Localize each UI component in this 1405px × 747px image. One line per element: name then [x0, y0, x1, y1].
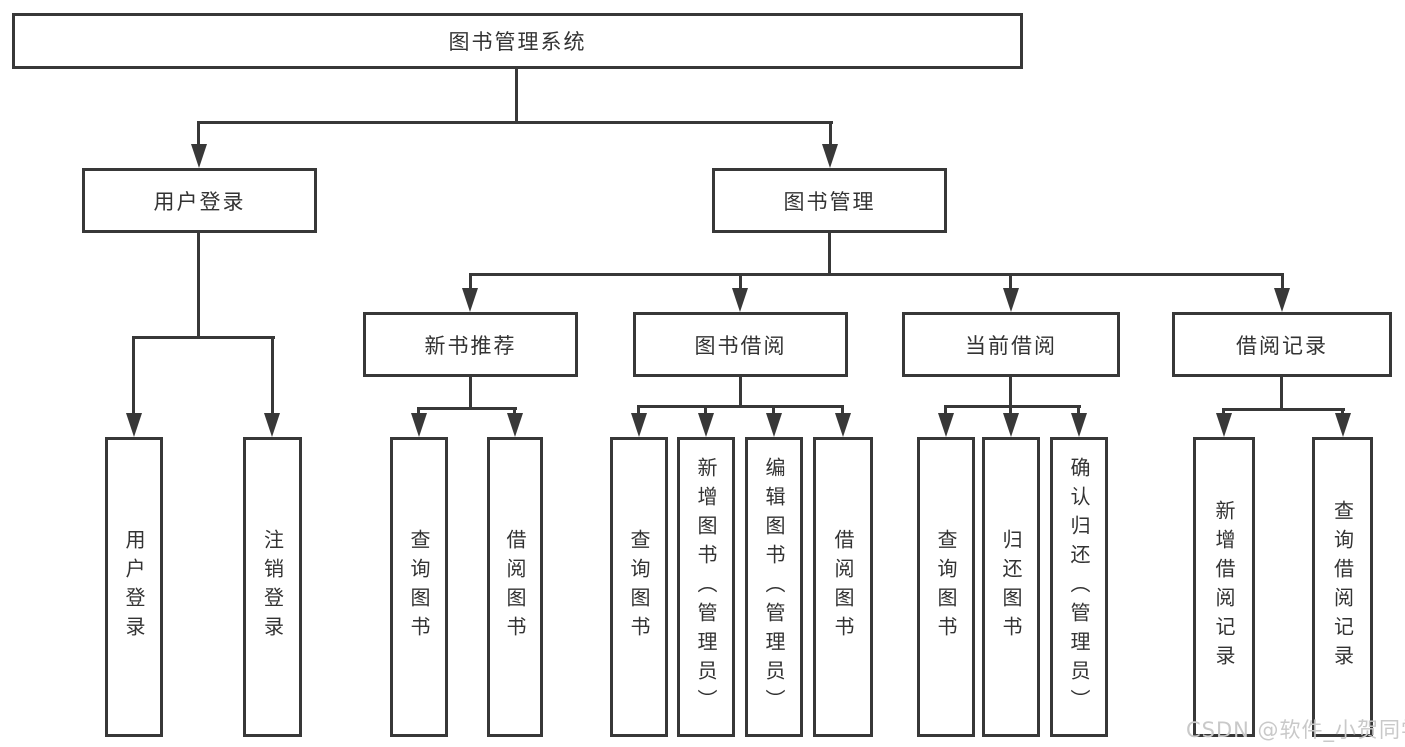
arrow-down-icon	[126, 413, 142, 437]
node-borrow-records: 借阅记录	[1172, 312, 1392, 377]
arrow-down-icon	[732, 288, 748, 312]
node-root-label: 图书管理系统	[448, 30, 587, 54]
connector-drop	[944, 405, 947, 413]
connector-drop	[637, 405, 640, 413]
node-user-login-label: 用户登录	[153, 189, 246, 214]
leaf-br-add-record: 新增借阅记录	[1193, 437, 1255, 737]
arrow-down-icon	[766, 413, 782, 437]
leaf-cb-query-book: 查询图书	[917, 437, 975, 737]
leaf-rec-borrow-book-label: 借阅图书	[503, 529, 527, 645]
connector-drop	[417, 407, 420, 413]
leaf-cb-confirm-return: 确认归还（管理员）	[1050, 437, 1108, 737]
leaf-bb-query-book: 查询图书	[610, 437, 668, 737]
arrow-down-icon	[1071, 413, 1087, 437]
arrow-down-icon	[1003, 413, 1019, 437]
node-book-borrowing-label: 图书借阅	[694, 333, 787, 358]
arrow-down-icon	[191, 144, 207, 168]
connector-drop-user-login	[197, 121, 200, 144]
arrow-down-icon	[411, 413, 427, 437]
leaf-bb-borrow-book: 借阅图书	[813, 437, 873, 737]
node-new-book-recommend-label: 新书推荐	[424, 333, 517, 358]
connector-drop-leaf-logout	[271, 336, 274, 413]
leaf-cb-return-book: 归还图书	[982, 437, 1040, 737]
leaf-br-add-record-label: 新增借阅记录	[1212, 500, 1236, 674]
arrow-down-icon	[1003, 288, 1019, 312]
leaf-bb-query-book-label: 查询图书	[627, 529, 651, 645]
node-borrow-records-label: 借阅记录	[1236, 333, 1328, 358]
connector-drop	[772, 405, 775, 413]
connector-book-mgmt-bar	[469, 273, 1283, 276]
connector-drop-book-borrow	[739, 273, 742, 288]
connector-drop-current-borrow	[1009, 273, 1012, 288]
connector-drop-leaf-user-login	[132, 336, 135, 413]
arrow-down-icon	[264, 413, 280, 437]
node-book-borrowing: 图书借阅	[633, 312, 848, 377]
arrow-down-icon	[1274, 288, 1290, 312]
connector-drop	[1341, 408, 1344, 413]
connector-current-borrow-stem	[1009, 376, 1012, 405]
arrow-down-icon	[835, 413, 851, 437]
leaf-logout-label: 注销登录	[260, 529, 285, 645]
connector-drop	[1222, 408, 1225, 413]
leaf-rec-query-book-label: 查询图书	[407, 529, 431, 645]
connector-book-borrow-stem	[739, 376, 742, 405]
connector-user-login-stem	[197, 233, 200, 336]
connector-root-bar	[197, 121, 833, 124]
node-root: 图书管理系统	[12, 13, 1023, 69]
connector-root-stem	[515, 69, 518, 121]
arrow-down-icon	[462, 288, 478, 312]
connector-drop	[1009, 405, 1012, 413]
arrow-down-icon	[507, 413, 523, 437]
leaf-user-login: 用户登录	[105, 437, 163, 737]
node-new-book-recommend: 新书推荐	[363, 312, 578, 377]
leaf-user-login-label: 用户登录	[122, 529, 146, 645]
connector-new-book-rec-stem	[469, 376, 472, 407]
connector-drop	[1077, 405, 1080, 413]
node-user-login: 用户登录	[82, 168, 317, 233]
arrow-down-icon	[822, 144, 838, 168]
leaf-logout: 注销登录	[243, 437, 302, 737]
node-current-borrowing-label: 当前借阅	[965, 333, 1057, 358]
leaf-bb-edit-book-label: 编辑图书（管理员）	[762, 456, 786, 718]
arrow-down-icon	[631, 413, 647, 437]
connector-book-mgmt-stem	[828, 233, 831, 273]
leaf-cb-query-book-label: 查询图书	[934, 529, 958, 645]
connector-borrow-record-bar	[1222, 408, 1345, 411]
leaf-br-query-record: 查询借阅记录	[1312, 437, 1373, 737]
leaf-bb-borrow-book-label: 借阅图书	[831, 529, 855, 645]
connector-drop-borrow-record	[1281, 273, 1284, 288]
leaf-bb-add-book-label: 新增图书（管理员）	[694, 456, 718, 718]
connector-drop	[704, 405, 707, 413]
connector-current-borrow-bar	[944, 405, 1081, 408]
connector-drop-new-book-rec	[469, 273, 472, 288]
connector-user-login-bar	[132, 336, 275, 339]
node-book-management: 图书管理	[712, 168, 947, 233]
watermark: CSDN @软件_小贺同学	[1186, 718, 1405, 742]
connector-book-borrow-bar	[637, 405, 844, 408]
connector-drop-book-mgmt	[829, 121, 832, 144]
arrow-down-icon	[1216, 413, 1232, 437]
connector-drop	[513, 407, 516, 413]
leaf-br-query-record-label: 查询借阅记录	[1330, 500, 1355, 674]
leaf-cb-confirm-return-label: 确认归还（管理员）	[1067, 456, 1091, 718]
leaf-rec-borrow-book: 借阅图书	[487, 437, 543, 737]
node-current-borrowing: 当前借阅	[902, 312, 1120, 377]
connector-new-book-rec-bar	[417, 407, 517, 410]
node-book-management-label: 图书管理	[783, 189, 876, 214]
connector-borrow-record-stem	[1280, 376, 1283, 408]
arrow-down-icon	[698, 413, 714, 437]
arrow-down-icon	[938, 413, 954, 437]
leaf-bb-add-book: 新增图书（管理员）	[677, 437, 735, 737]
leaf-rec-query-book: 查询图书	[390, 437, 448, 737]
connector-drop	[841, 405, 844, 413]
leaf-bb-edit-book: 编辑图书（管理员）	[745, 437, 803, 737]
leaf-cb-return-book-label: 归还图书	[999, 529, 1023, 645]
arrow-down-icon	[1335, 413, 1351, 437]
